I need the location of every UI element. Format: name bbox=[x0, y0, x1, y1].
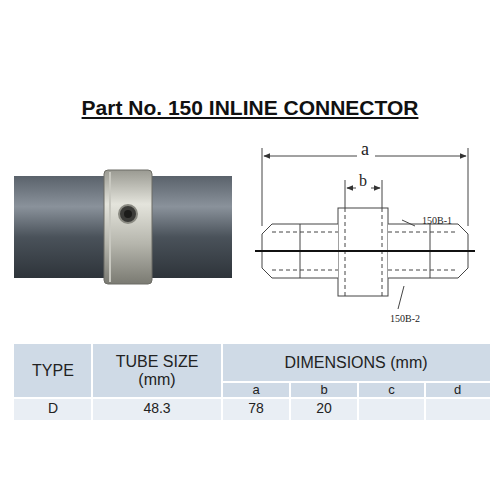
table-subheader: d bbox=[425, 382, 490, 398]
table-header: TYPE bbox=[14, 344, 92, 398]
technical-drawing bbox=[255, 148, 475, 309]
table-subheader: c bbox=[358, 382, 425, 398]
table-subheader: a bbox=[222, 382, 290, 398]
table-cell: 78 bbox=[222, 398, 290, 420]
table-grid bbox=[14, 344, 490, 420]
dimension-label: a bbox=[354, 140, 376, 160]
table-cell: 48.3 bbox=[92, 398, 222, 420]
table-cell: D bbox=[14, 398, 92, 420]
table-header: TUBE SIZE (mm) bbox=[96, 344, 218, 398]
title: Part No. 150 INLINE CONNECTOR bbox=[0, 96, 500, 120]
dimension-label: b bbox=[354, 172, 372, 190]
connector-photo bbox=[14, 170, 232, 284]
table-subheader: b bbox=[290, 382, 358, 398]
part-label: 150B-1 bbox=[412, 213, 462, 227]
table-cell: 20 bbox=[290, 398, 358, 420]
part-label: 150B-2 bbox=[380, 311, 430, 325]
table-header: DIMENSIONS (mm) bbox=[222, 344, 490, 382]
